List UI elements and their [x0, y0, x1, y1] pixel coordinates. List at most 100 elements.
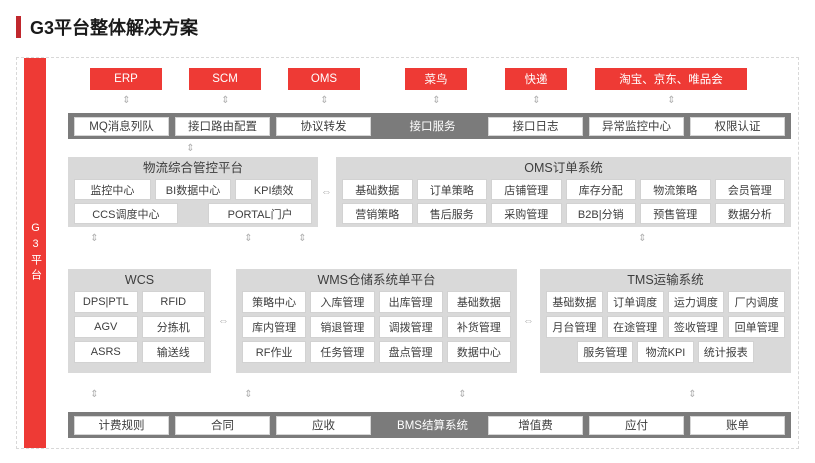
panel-cell[interactable]: PORTAL门户	[208, 203, 312, 224]
panel-cell[interactable]: RF作业	[242, 341, 307, 363]
external-system-chip[interactable]: 快递	[505, 68, 567, 90]
external-system-chip[interactable]: ERP	[90, 68, 162, 90]
flow-arrow-icon: ⇕	[688, 389, 697, 400]
title-text: G3平台整体解决方案	[30, 18, 199, 38]
external-system-chip[interactable]: 菜鸟	[405, 68, 467, 90]
panel-cell[interactable]: 物流KPI	[637, 341, 694, 363]
external-systems-row: ERP SCM OMS 菜鸟 快递 淘宝、京东、唯品会	[68, 68, 791, 90]
band-item[interactable]: MQ消息列队	[74, 116, 169, 136]
flow-arrow-icon: ⇕	[244, 389, 253, 400]
external-system-chip[interactable]: 淘宝、京东、唯品会	[595, 68, 747, 90]
band-item[interactable]: 接口日志	[488, 116, 583, 136]
panel-cell[interactable]: 售后服务	[416, 203, 487, 224]
panel-cell[interactable]: 订单调度	[606, 291, 664, 313]
panel-cell[interactable]: 厂内调度	[728, 291, 785, 313]
panel-cell[interactable]: 订单策略	[416, 179, 487, 200]
panel-cell[interactable]: 基础数据	[446, 291, 511, 313]
panel-cell[interactable]: 任务管理	[310, 341, 375, 363]
band-item[interactable]: 协议转发	[276, 116, 371, 136]
panel-cell[interactable]: B2B|分销	[565, 203, 636, 224]
flow-arrow-icon: ⇕	[458, 389, 467, 400]
panel-cell[interactable]: 店铺管理	[491, 179, 562, 200]
panel-cell[interactable]: 输送线	[141, 341, 205, 363]
panel-cell[interactable]: 出库管理	[378, 291, 443, 313]
title-accent-bar	[16, 16, 21, 38]
band-item[interactable]: 账单	[690, 415, 785, 435]
band-item[interactable]: 应收	[276, 415, 371, 435]
panel-title: WCS	[124, 273, 155, 287]
flow-arrow-icon: ⇕	[90, 233, 99, 244]
panel-cell[interactable]: CCS调度中心	[74, 203, 178, 224]
panel-cell[interactable]: 基础数据	[342, 179, 413, 200]
panel-cell[interactable]: 基础数据	[546, 291, 603, 313]
panel-cell[interactable]: 盘点管理	[378, 341, 443, 363]
panel-cell[interactable]: 补货管理	[446, 316, 511, 338]
panel-cell[interactable]: 策略中心	[242, 291, 307, 313]
panel-cell[interactable]: 销退管理	[310, 316, 375, 338]
panel-cell[interactable]: DPS|PTL	[74, 291, 138, 313]
panel-cell[interactable]: 营销策略	[342, 203, 413, 224]
panel-cell[interactable]: 分拣机	[141, 316, 205, 338]
band-item[interactable]: 权限认证	[690, 116, 785, 136]
link-arrow-icon: ⇔	[321, 186, 332, 198]
panel-title: 物流综合管控平台	[142, 161, 243, 175]
panel-cell[interactable]: 统计报表	[697, 341, 754, 363]
flow-arrow-icon: ⇕	[532, 95, 541, 106]
external-system-chip[interactable]: OMS	[288, 68, 360, 90]
panel-cell[interactable]: 调拨管理	[378, 316, 443, 338]
panel-cell[interactable]: 回单管理	[728, 316, 785, 338]
panel-row: 月台管理在途管理签收管理回单管理	[540, 316, 791, 341]
panel-cell[interactable]: BI数据中心	[154, 179, 232, 200]
panel-row: 库内管理销退管理调拨管理补货管理	[236, 316, 517, 341]
panel-cell[interactable]: 库内管理	[242, 316, 307, 338]
panel-cell[interactable]: 数据分析	[714, 203, 785, 224]
band-item[interactable]: 应付	[589, 415, 684, 435]
panel-cell[interactable]: 月台管理	[546, 316, 603, 338]
external-system-chip[interactable]: SCM	[189, 68, 261, 90]
band-item[interactable]: 接口路由配置	[175, 116, 270, 136]
flow-arrow-icon: ⇕	[667, 95, 676, 106]
panel-cell[interactable]: KPI绩效	[235, 179, 313, 200]
panel-cell[interactable]: 监控中心	[74, 179, 151, 200]
panel-cell[interactable]: 库存分配	[565, 179, 636, 200]
panel-cell[interactable]: 数据中心	[446, 341, 511, 363]
panel-cell[interactable]: 预售管理	[640, 203, 711, 224]
panel-cell[interactable]: 服务管理	[577, 341, 634, 363]
panel-row: 基础数据订单调度运力调度厂内调度	[540, 291, 791, 316]
panel-cell[interactable]: AGV	[74, 316, 138, 338]
page-title: G3平台整体解决方案	[16, 14, 198, 40]
panel-cell-spacer	[182, 203, 205, 224]
flow-arrow-icon: ⇕	[432, 95, 441, 106]
panel-row: 基础数据订单策略店铺管理库存分配物流策略会员管理	[336, 179, 791, 203]
band-item[interactable]: 计费规则	[74, 415, 169, 435]
panel-wms: WMS仓储系统单平台策略中心入库管理出库管理基础数据库内管理销退管理调拨管理补货…	[236, 269, 517, 373]
panel-cell[interactable]: 在途管理	[606, 316, 664, 338]
panel-cell[interactable]: 签收管理	[667, 316, 725, 338]
flow-arrow-icon: ⇕	[244, 233, 253, 244]
flow-arrow-icon: ⇕	[221, 95, 230, 106]
link-arrow-icon: ⇔	[218, 315, 229, 327]
panel-cell[interactable]: 入库管理	[310, 291, 375, 313]
panel-cell[interactable]: 会员管理	[714, 179, 785, 200]
band-item[interactable]: 合同	[175, 415, 270, 435]
band-item[interactable]: 增值费	[488, 415, 583, 435]
panel-cell[interactable]: 物流策略	[640, 179, 711, 200]
band-item[interactable]: 异常监控中心	[589, 116, 684, 136]
panel-cell[interactable]: RFID	[141, 291, 205, 313]
panel-cell[interactable]: 采购管理	[491, 203, 562, 224]
band-title: BMS结算系统	[397, 420, 468, 432]
panel-row: CCS调度中心 PORTAL门户	[68, 203, 318, 227]
panel-cell-spacer	[758, 341, 785, 363]
flow-arrow-icon: ⇕	[186, 143, 195, 154]
link-arrow-icon: ⇔	[523, 315, 534, 327]
flow-arrow-icon: ⇕	[298, 233, 307, 244]
panel-cell[interactable]: ASRS	[74, 341, 138, 363]
panel-cell[interactable]: 运力调度	[667, 291, 725, 313]
bms-settlement-band: 计费规则合同应收 BMS结算系统 增值费应付账单	[68, 412, 791, 438]
panel-title: TMS运输系统	[627, 273, 704, 287]
